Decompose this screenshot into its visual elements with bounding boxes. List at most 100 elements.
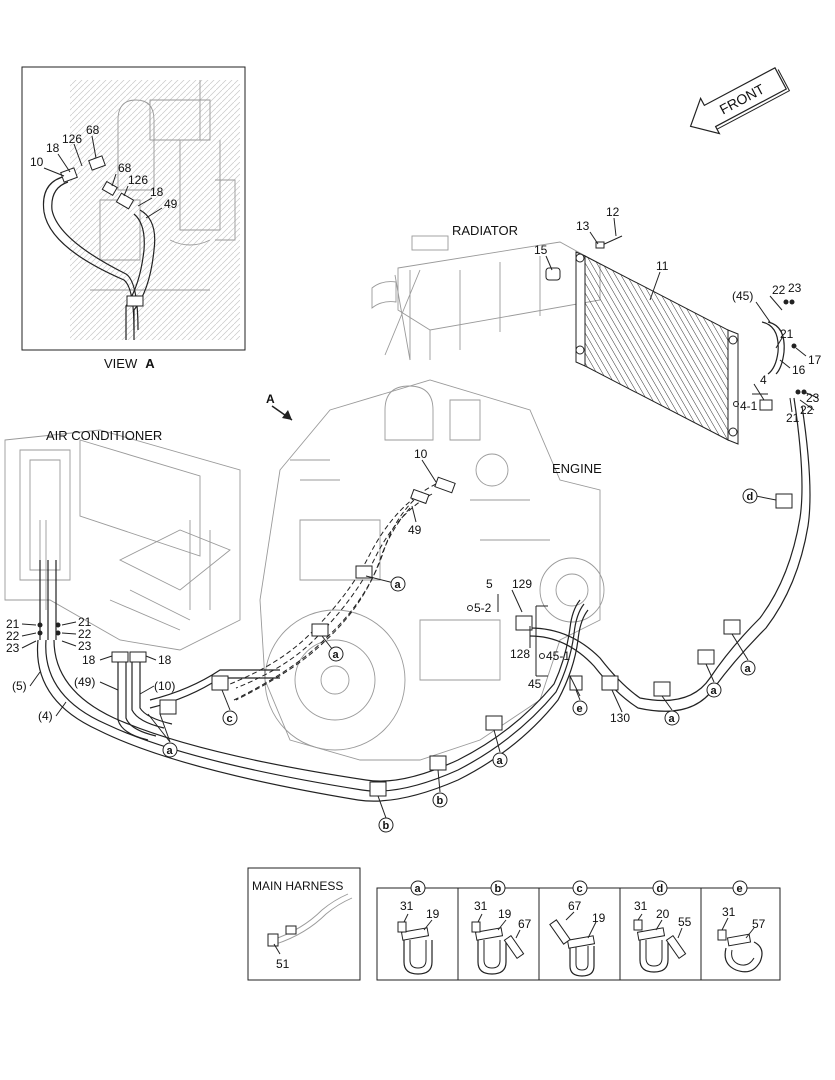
clamp-callouts: a c a a b b a e a a a d: [147, 488, 777, 833]
front-arrow: FRONT: [689, 66, 791, 135]
engine-label: 45-1: [546, 649, 570, 663]
legend-part: 19: [592, 911, 606, 925]
radiator-label: 4: [760, 373, 767, 387]
ac-label: 22: [78, 627, 92, 641]
legend-part: 31: [722, 905, 736, 919]
svg-text:a: a: [395, 579, 402, 591]
clamp-legend: a b c d e 31 19 31 19: [376, 880, 781, 981]
callout-d: d: [742, 488, 777, 504]
radiator-label: 23: [788, 281, 802, 295]
legend-cell-a: 31 19: [397, 899, 440, 975]
view-a-label: 10: [30, 155, 44, 169]
callout-a: a: [321, 635, 344, 662]
ac-label: (5): [12, 679, 27, 693]
air-conditioner-unit: [4, 429, 241, 651]
ac-label: 21: [78, 615, 92, 629]
hose-right-run: [529, 397, 811, 712]
legend-cell-b: 31 19 67: [471, 899, 532, 975]
ac-label: 22: [6, 629, 20, 643]
view-a-label: 18: [46, 141, 60, 155]
svg-text:A: A: [266, 392, 275, 406]
svg-text:b: b: [383, 820, 390, 832]
ac-label: 21: [6, 617, 20, 631]
legend-part: 67: [568, 899, 582, 913]
radiator-label: 16: [792, 363, 806, 377]
legend-part: 55: [678, 915, 692, 929]
engine-body: [259, 379, 605, 761]
main-harness-part: 51: [276, 957, 290, 971]
callout-a: a: [159, 713, 178, 758]
radiator-label: 13: [576, 219, 590, 233]
hose-49-dashed-inner: [235, 507, 411, 701]
radiator-label: 23: [806, 391, 820, 405]
view-a-inset: 10 18 126 68 68 126 18 49: [21, 66, 246, 351]
view-a-label: 126: [62, 132, 82, 146]
radiator-label: 15: [534, 243, 548, 257]
view-a-marker: A: [266, 392, 293, 421]
air-conditioner-title: AIR CONDITIONER: [46, 428, 162, 443]
radiator-label: 4-1: [740, 399, 758, 413]
legend-cell-e: 31 57: [717, 905, 766, 973]
engine-label: 45: [528, 677, 542, 691]
callout-a: a: [705, 663, 722, 698]
legend-part: 20: [656, 907, 670, 921]
ac-label: (4): [38, 709, 53, 723]
radiator-label: 11: [656, 259, 669, 273]
radiator-leaders: [545, 217, 819, 413]
legend-part: 57: [752, 917, 766, 931]
radiator-title: RADIATOR: [452, 223, 518, 238]
main-harness-title: MAIN HARNESS: [252, 879, 343, 893]
engine-label: 10: [414, 447, 428, 461]
svg-text:d: d: [747, 491, 754, 503]
engine-label: 130: [610, 711, 630, 725]
legend-id: c: [577, 883, 583, 895]
ac-label: 18: [158, 653, 172, 667]
legend-cell-d: 31 20 55: [633, 899, 692, 973]
engine-label: 128: [510, 647, 530, 661]
legend-part: 31: [634, 899, 648, 913]
engine-title: ENGINE: [552, 461, 602, 476]
view-a-label: 68: [86, 123, 100, 137]
hose-49-dashed: [233, 499, 415, 701]
main-harness-box: MAIN HARNESS 51: [247, 867, 361, 981]
legend-id: d: [657, 883, 664, 895]
ac-label: (49): [74, 675, 95, 689]
svg-text:a: a: [669, 713, 676, 725]
view-a-hose-10: [42, 175, 135, 331]
legend-part: 67: [518, 917, 532, 931]
view-a-hose-10-inner: [51, 181, 139, 331]
callout-c: c: [221, 689, 238, 726]
callout-a: a: [661, 695, 680, 726]
legend-part: 19: [426, 907, 440, 921]
view-a-label: 126: [128, 173, 148, 187]
radiator-label: (45): [732, 289, 753, 303]
callout-a: a: [492, 729, 508, 768]
legend-cell-c: 67 19: [549, 899, 606, 977]
legend-part: 31: [400, 899, 414, 913]
radiator-label: 21: [780, 327, 794, 341]
ac-hoses: [37, 560, 280, 741]
svg-text:c: c: [227, 713, 233, 725]
legend-id: b: [495, 883, 502, 895]
view-a-leaders: [43, 135, 163, 219]
legend-part: 31: [474, 899, 488, 913]
callout-b: b: [432, 769, 448, 808]
engine-label: 129: [512, 577, 532, 591]
view-a-engine-sketch: [70, 80, 240, 340]
callout-a: [147, 713, 171, 743]
ac-label: 23: [6, 641, 20, 655]
hose-10-dashed: [229, 483, 437, 685]
radiator-frame: [371, 235, 601, 361]
ac-label: 18: [82, 653, 96, 667]
legend-id: e: [737, 883, 743, 895]
hose-clamps: [159, 493, 793, 797]
radiator-label: 22: [772, 283, 786, 297]
view-a-label: 68: [118, 161, 132, 175]
callout-b: b: [377, 795, 394, 833]
engine-label: 5: [486, 577, 493, 591]
legend-part: 19: [498, 907, 512, 921]
radiator-fittings: [733, 299, 807, 411]
ac-leaders: [21, 621, 157, 717]
